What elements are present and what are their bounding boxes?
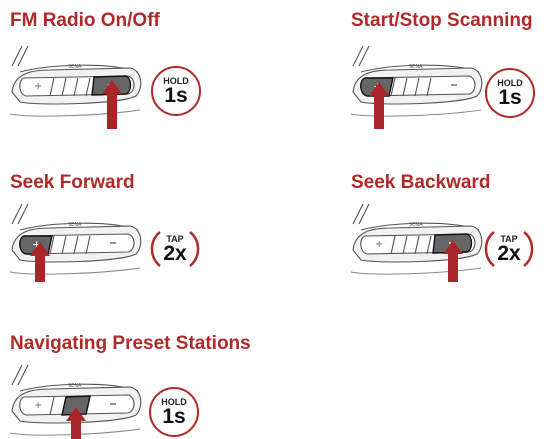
control-unit-illustration: SENA +	[10, 364, 142, 439]
plus-icon: +	[34, 81, 42, 92]
control-unit-illustration: SENA +	[351, 45, 483, 129]
section-title: Seek Forward	[10, 172, 135, 193]
tap-2x-badge: TAP 2x	[484, 224, 534, 274]
section-seek-backward: Seek Backward SENA + TAP 2x	[351, 172, 556, 282]
plus-icon: +	[375, 239, 383, 250]
hold-1s-badge: HOLD 1s	[151, 66, 201, 116]
section-title: FM Radio On/Off	[10, 10, 160, 31]
section-start-stop-scanning: Start/Stop Scanning SENA + HOLD 1s	[351, 10, 556, 135]
section-fm-radio-on-off: FM Radio On/Off SENA + HOLD 1s	[10, 10, 210, 135]
section-navigating-preset-stations: Navigating Preset Stations SENA + HOLD 1…	[10, 333, 290, 439]
hold-1s-badge: HOLD 1s	[149, 387, 199, 437]
brand-logo: SENA	[68, 383, 82, 389]
control-unit-illustration: SENA +	[351, 203, 483, 282]
press-arrow-icon	[369, 82, 389, 129]
brand-logo: SENA	[409, 222, 423, 228]
brand-logo: SENA	[409, 64, 423, 70]
section-title: Navigating Preset Stations	[10, 333, 251, 354]
section-title: Start/Stop Scanning	[351, 10, 533, 31]
hold-1s-badge: HOLD 1s	[485, 68, 535, 118]
section-title: Seek Backward	[351, 172, 491, 193]
brand-logo: SENA	[68, 222, 82, 228]
plus-icon: +	[32, 238, 41, 251]
press-arrow-icon	[30, 242, 50, 282]
center-button	[61, 395, 91, 416]
tap-2x-badge: TAP 2x	[150, 224, 200, 274]
control-unit-illustration: SENA +	[10, 203, 142, 282]
press-arrow-icon	[66, 407, 86, 439]
press-arrow-icon	[443, 240, 463, 282]
brand-logo: SENA	[68, 64, 82, 70]
plus-icon: +	[34, 400, 42, 411]
section-seek-forward: Seek Forward SENA + TAP 2x	[10, 172, 210, 282]
control-unit-illustration: SENA +	[10, 45, 142, 129]
press-arrow-icon	[102, 80, 122, 129]
